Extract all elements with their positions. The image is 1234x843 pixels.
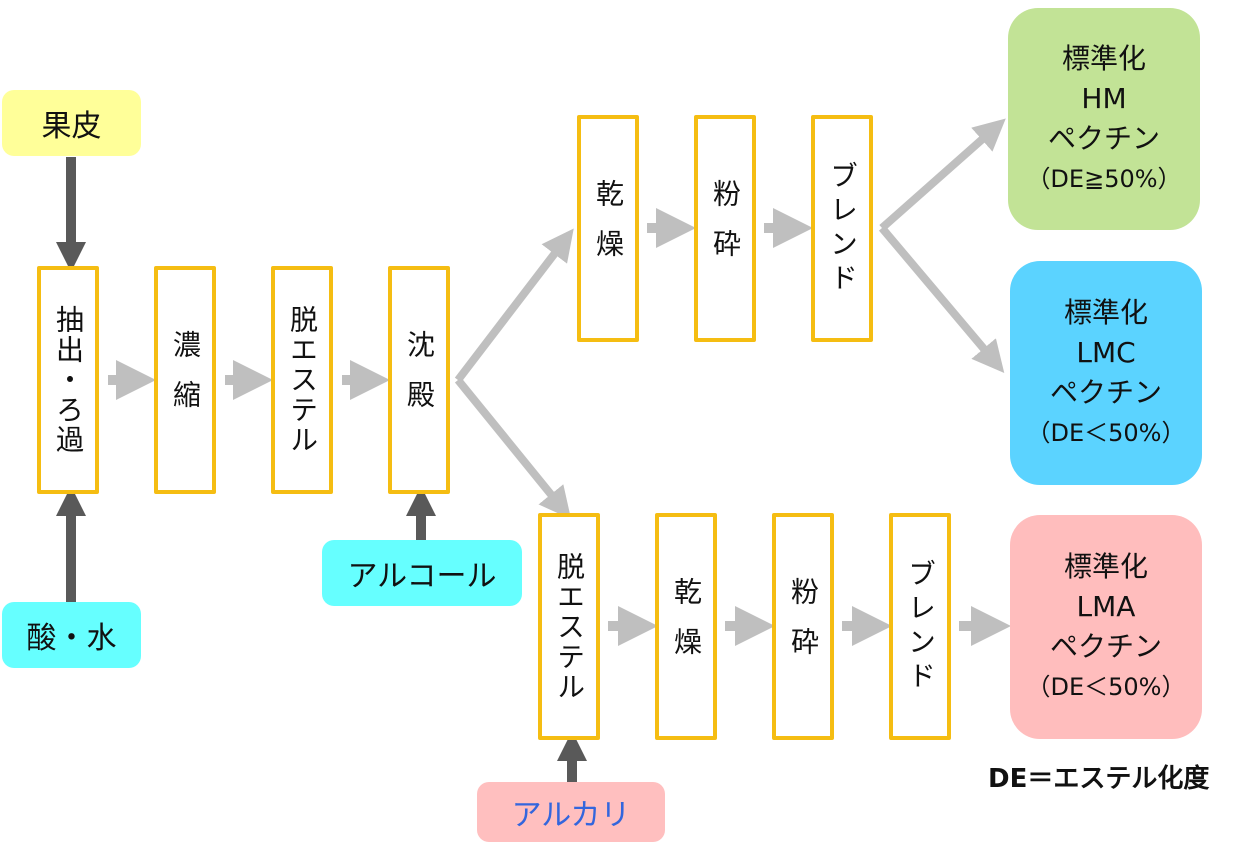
product-lmc-pectin: 標準化 LMC ペクチン （DE＜50%） [1010,261,1202,485]
step-label: 粉砕 [709,178,742,279]
upper-step-blend: ブレンド [811,115,873,342]
step-label: 沈殿 [403,330,436,430]
arrow-blend-to-hm [879,118,1006,231]
step-extraction-filtration: 抽出・ろ過 [37,266,99,494]
input-acid-water: 酸・水 [2,602,141,668]
step-concentration: 濃縮 [154,266,216,494]
product-type: HM [1081,82,1127,115]
step-label: 乾燥 [670,576,703,677]
step-label: 脱エステル [553,551,586,702]
lower-step-deesterification: 脱エステル [538,513,600,740]
lower-step-grinding: 粉砕 [772,513,834,740]
product-de-range: （DE≧50%） [1026,165,1182,193]
upper-step-grinding: 粉砕 [694,115,756,342]
product-line: ペクチン [1049,376,1162,409]
product-line: ペクチン [1047,122,1160,155]
step-label: 濃縮 [169,330,202,430]
input-alkali: アルカリ [477,782,665,842]
step-label: 抽出・ろ過 [52,305,85,455]
product-type: LMC [1076,336,1136,369]
product-line: ペクチン [1049,630,1162,663]
lower-step-drying: 乾燥 [655,513,717,740]
step-precipitation: 沈殿 [388,266,450,494]
arrow-blend-to-lmc [878,225,1005,374]
input-acid-water-label: 酸・水 [26,621,117,656]
product-type: LMA [1076,590,1136,623]
product-de-range: （DE＜50%） [1026,673,1186,701]
product-lma-pectin: 標準化 LMA ペクチン （DE＜50%） [1010,515,1202,739]
input-alcohol: アルコール [322,540,522,606]
step-label: ブレンド [826,160,859,297]
input-peel-label: 果皮 [41,109,102,144]
input-alkali-label: アルカリ [511,798,631,833]
step-label: ブレンド [904,558,937,695]
product-line: 標準化 [1063,296,1148,329]
product-hm-pectin: 標準化 HM ペクチン （DE≧50%） [1008,8,1200,230]
step-label: 粉砕 [787,576,820,677]
step-deesterification: 脱エステル [271,266,333,494]
step-label: 脱エステル [286,305,319,455]
step-label: 乾燥 [592,178,625,279]
lower-step-blend: ブレンド [889,513,951,740]
arrow-precipitation-to-upper-drying [454,228,574,383]
de-definition-note: DE＝エステル化度 [988,764,1210,794]
input-alcohol-label: アルコール [347,559,497,594]
product-line: 標準化 [1061,42,1146,75]
arrow-precipitation-to-lower-deesterification [454,377,572,520]
input-peel: 果皮 [2,90,141,156]
upper-step-drying: 乾燥 [577,115,639,342]
product-de-range: （DE＜50%） [1026,419,1186,447]
product-line: 標準化 [1063,550,1148,583]
